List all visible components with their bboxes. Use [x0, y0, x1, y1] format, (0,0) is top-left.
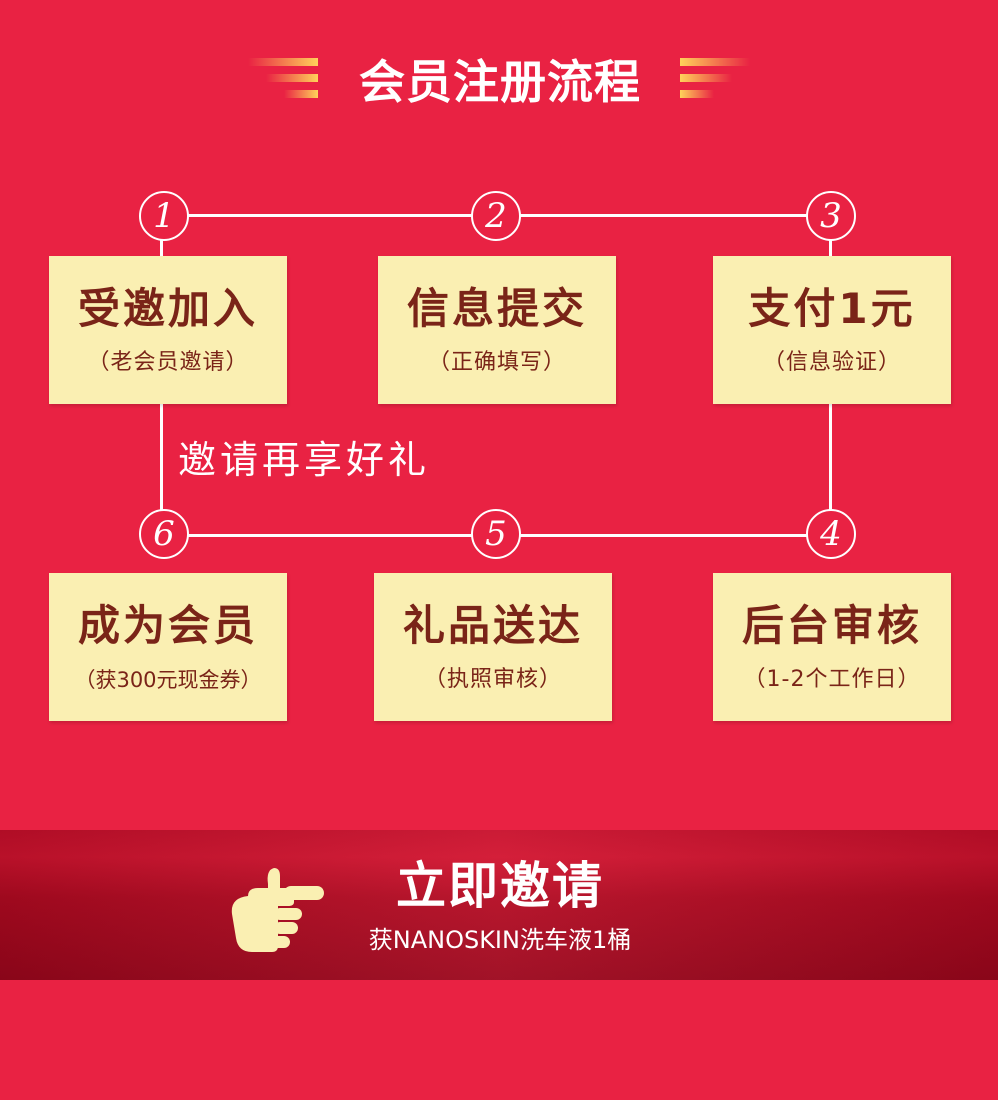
- step-card-3: 支付1元 （信息验证）: [713, 256, 951, 404]
- step-subtitle: （信息验证）: [762, 350, 901, 375]
- connector-line-left: [160, 404, 163, 510]
- invite-gift-text: 邀请再享好礼: [178, 438, 431, 482]
- step-subtitle: （获300元现金券）: [74, 668, 262, 692]
- step-title: 受邀加入: [77, 284, 258, 333]
- step-number-3: 3: [806, 191, 856, 241]
- step-card-2: 信息提交 （正确填写）: [378, 256, 616, 404]
- step-card-1: 受邀加入 （老会员邀请）: [49, 256, 287, 404]
- step-card-4: 后台审核 （1-2个工作日）: [713, 573, 951, 721]
- step-subtitle: （执照审核）: [423, 667, 562, 692]
- step-number-4: 4: [806, 509, 856, 559]
- pointing-hand-icon: [231, 868, 324, 952]
- step-card-5: 礼品送达 （执照审核）: [374, 573, 612, 721]
- connector-line-right: [829, 404, 832, 510]
- step-number-5: 5: [471, 509, 521, 559]
- title-decoration-left-icon: [248, 58, 328, 108]
- title-decoration-right-icon: [680, 58, 760, 108]
- step-title: 成为会员: [77, 601, 258, 650]
- step-title: 礼品送达: [402, 601, 583, 650]
- connector-stub-3: [829, 240, 832, 258]
- step-title: 信息提交: [406, 284, 587, 333]
- step-title: 后台审核: [741, 601, 922, 650]
- cta-subtitle: 获NANOSKIN洗车液1桶: [368, 926, 632, 954]
- page-title: 会员注册流程: [359, 55, 641, 109]
- step-number-6: 6: [139, 509, 189, 559]
- step-number-2: 2: [471, 191, 521, 241]
- step-title: 支付1元: [748, 284, 916, 333]
- step-number-1: 1: [139, 191, 189, 241]
- step-subtitle: （1-2个工作日）: [743, 667, 921, 692]
- step-subtitle: （正确填写）: [427, 350, 566, 375]
- connector-stub-1: [160, 240, 163, 258]
- step-card-6: 成为会员 （获300元现金券）: [49, 573, 287, 721]
- step-subtitle: （老会员邀请）: [87, 350, 249, 375]
- invite-now-button[interactable]: 立即邀请 获NANOSKIN洗车液1桶: [0, 830, 998, 980]
- cta-title: 立即邀请: [396, 857, 604, 915]
- page-header: 会员注册流程: [0, 48, 998, 118]
